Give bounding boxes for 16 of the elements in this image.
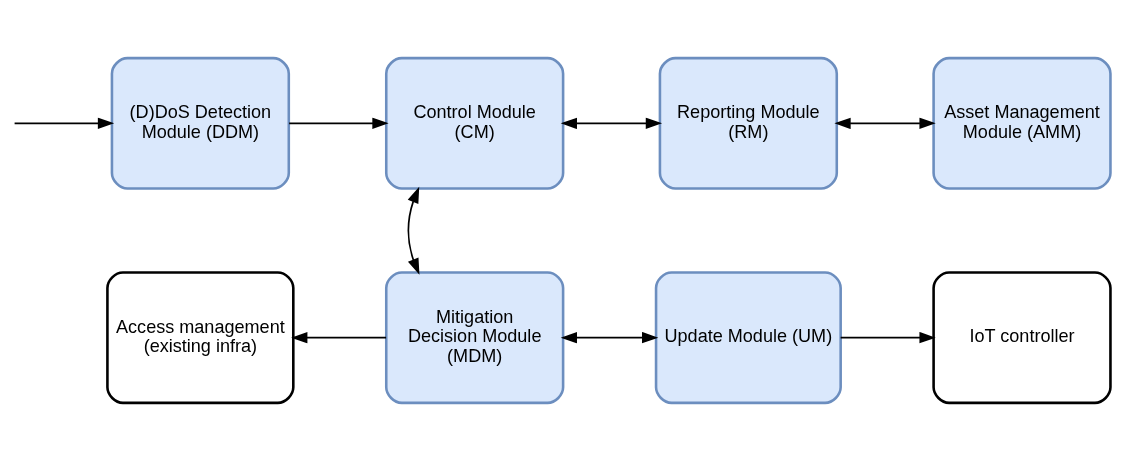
node-box: Access management (existing infra) [106,271,295,405]
arrow [839,331,936,344]
node-box: Asset Management Module (AMM) [932,56,1112,190]
node-box: Mitigation Decision Module (MDM) [384,271,565,405]
arrow [291,331,387,344]
arrow [560,117,663,130]
arrow [13,117,115,130]
arrow [834,117,936,130]
node-box: Control Module (CM) [384,56,565,190]
node-box: (D)DoS Detection Module (DDM) [110,56,291,190]
arrow [407,186,420,275]
arrow [560,331,659,344]
arrow [288,117,389,130]
node-box: Update Module (UM) [654,271,842,405]
node-box: Reporting Module (RM) [658,56,839,190]
node-box: IoT controller [932,271,1112,405]
